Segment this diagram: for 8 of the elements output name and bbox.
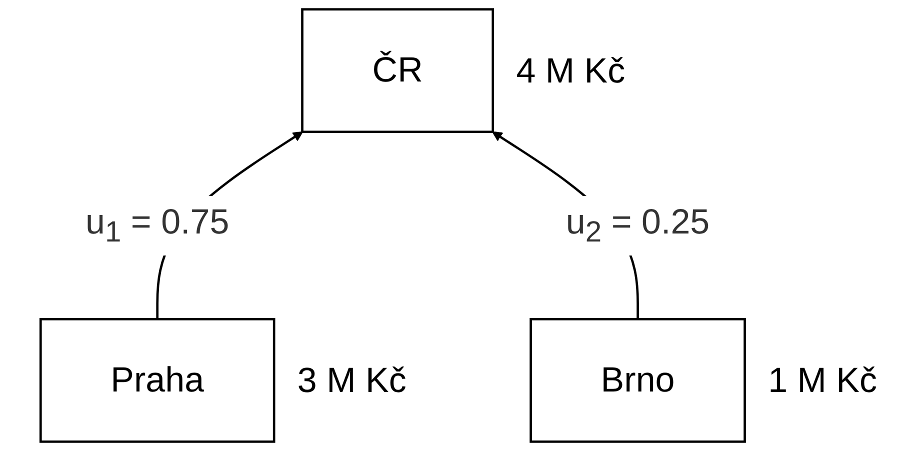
edge-label: u$_{2}$ = 0.25 — [566, 196, 710, 255]
value-label: 1 M Kč — [768, 361, 878, 400]
node-box: Praha — [39, 318, 276, 443]
value-label: 4 M Kč — [516, 51, 626, 90]
value-label: 3 M Kč — [297, 361, 406, 400]
edge-label: u$_{1}$ = 0.75 — [86, 196, 230, 255]
node-box: Brno — [530, 318, 746, 443]
node-box: ČR — [301, 8, 494, 134]
